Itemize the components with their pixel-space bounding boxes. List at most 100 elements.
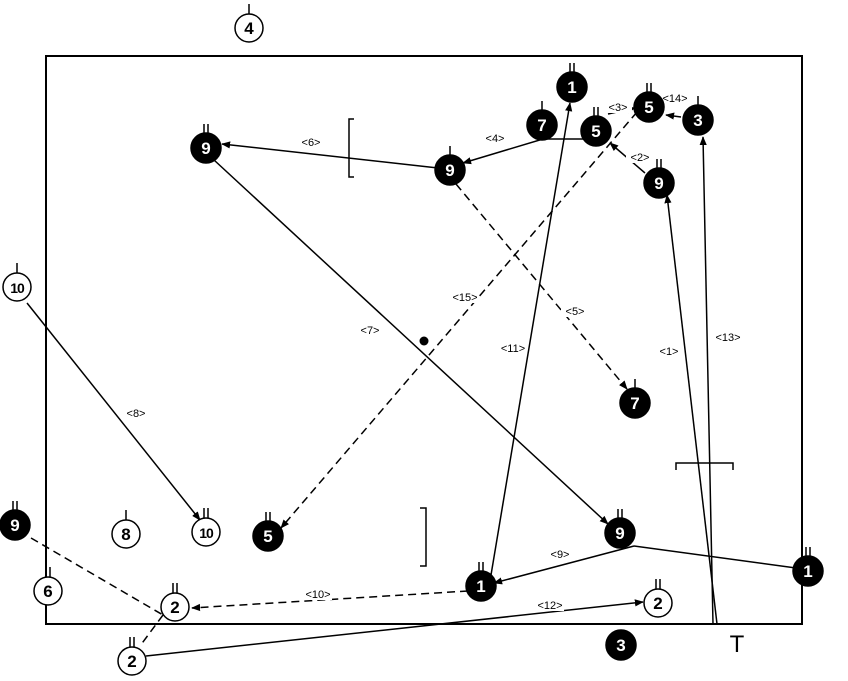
player-number: 9: [654, 174, 663, 193]
move-label-5: <5>: [566, 306, 585, 318]
move-label-background: [304, 587, 332, 600]
player-number: 10: [199, 525, 214, 541]
movement-line-11: [490, 102, 573, 576]
move-label-3: <3>: [609, 102, 628, 114]
player-light-10: 10: [191, 508, 221, 547]
movement-line-6: [221, 141, 439, 169]
player-circle: [0, 509, 31, 541]
player-circle: [556, 71, 588, 103]
player-circle: [605, 629, 637, 661]
bracket-marker: [420, 507, 427, 567]
players: 4 1 5 3 7 5 9 9 9 10 7 9 6 8 10 5 9 1 1 2 2 2 3: [0, 4, 824, 676]
player-dark-9: 9: [434, 146, 466, 186]
player-number: 3: [616, 636, 625, 655]
player-number: 4: [244, 19, 254, 38]
player-circle: [604, 517, 636, 549]
move-label-background: [122, 406, 150, 419]
player-number: 5: [263, 527, 272, 546]
move-label-background: [536, 598, 564, 611]
move-label-9: <9>: [551, 549, 570, 561]
player-circle: [190, 132, 222, 164]
player-number: 6: [43, 582, 52, 601]
player-number: 9: [201, 139, 210, 158]
player-light-2: 2: [160, 583, 190, 622]
player-number: 10: [10, 280, 25, 296]
move-label-1: <1>: [660, 346, 679, 358]
move-label-14: <14>: [662, 93, 687, 105]
movement-line-15: [280, 111, 638, 529]
move-label-13: <13>: [715, 332, 740, 344]
player-circle: [682, 104, 714, 136]
player-number: 2: [170, 598, 179, 617]
player-number: 9: [10, 516, 19, 535]
movement-line-13: [699, 136, 714, 625]
move-label-background: [356, 323, 384, 336]
movement-line-1: [664, 194, 718, 625]
player-number: 1: [476, 577, 485, 596]
player-circle: [2, 272, 32, 302]
move-label-background: [626, 150, 654, 163]
player-dark-5: 5: [252, 512, 284, 552]
player-dark-7: 7: [526, 101, 558, 141]
player-light-6: 6: [33, 567, 63, 606]
player-number: 2: [653, 594, 662, 613]
player-dark-9: 9: [604, 509, 636, 549]
player-dark-3: 3: [682, 96, 714, 136]
movement-line-7: [213, 159, 609, 525]
move-label-background: [714, 330, 742, 343]
movement-line-14: [665, 112, 682, 120]
move-label-15: <15>: [452, 292, 477, 304]
move-label-background: [546, 547, 574, 560]
move-label-background: [661, 91, 689, 104]
move-label-6: <6>: [302, 137, 321, 149]
player-light-10: 10: [2, 263, 32, 302]
move-label-background: [655, 344, 683, 357]
player-circle: [252, 520, 284, 552]
player-dark-5: 5: [633, 83, 665, 123]
move-label-background: [499, 341, 527, 354]
player-number: 1: [567, 78, 576, 97]
move-label-background: [297, 135, 325, 148]
player-dark-9: 9: [0, 501, 31, 541]
player-circle: [792, 555, 824, 587]
player-light-2: 2: [643, 579, 673, 618]
move-label-background: [604, 100, 632, 113]
movement-labels: <1><2><3><4><5><6><7><8><9><10><11><12><…: [122, 91, 742, 612]
player-circle: [111, 519, 141, 549]
movement-line-10: [191, 590, 469, 612]
move-label-11: <11>: [501, 343, 525, 355]
player-number: 5: [644, 98, 653, 117]
player-number: 9: [445, 161, 454, 180]
movement-line-connector: [633, 545, 797, 569]
player-dark-1: 1: [556, 63, 588, 103]
move-label-background: [451, 290, 479, 303]
player-number: 1: [803, 562, 812, 581]
player-circle: [633, 91, 665, 123]
move-label-4: <4>: [486, 133, 505, 145]
player-number: 5: [591, 122, 600, 141]
player-number: 7: [630, 394, 639, 413]
movement-line-connector: [139, 614, 164, 647]
start-marker-label: T: [730, 631, 745, 658]
movement-line-8: [26, 302, 201, 521]
player-circle: [643, 167, 675, 199]
player-light-2: 2: [117, 637, 147, 676]
player-dark-7: 7: [619, 379, 651, 419]
player-number: 2: [127, 652, 136, 671]
player-number: 3: [693, 111, 702, 130]
player-circle: [234, 13, 264, 43]
move-label-7: <7>: [361, 325, 380, 337]
player-dark-9: 9: [643, 159, 675, 199]
ball-marker: [419, 336, 429, 346]
movement-line-5: [455, 183, 628, 390]
player-number: 9: [615, 524, 624, 543]
player-light-8: 8: [111, 510, 141, 549]
field-boundary: [45, 55, 803, 625]
player-circle: [619, 387, 651, 419]
player-dark-1: 1: [465, 562, 497, 602]
player-circle: [117, 646, 147, 676]
movement-lines: [26, 102, 797, 657]
player-circle: [434, 154, 466, 186]
player-dark-1: 1: [792, 547, 824, 587]
